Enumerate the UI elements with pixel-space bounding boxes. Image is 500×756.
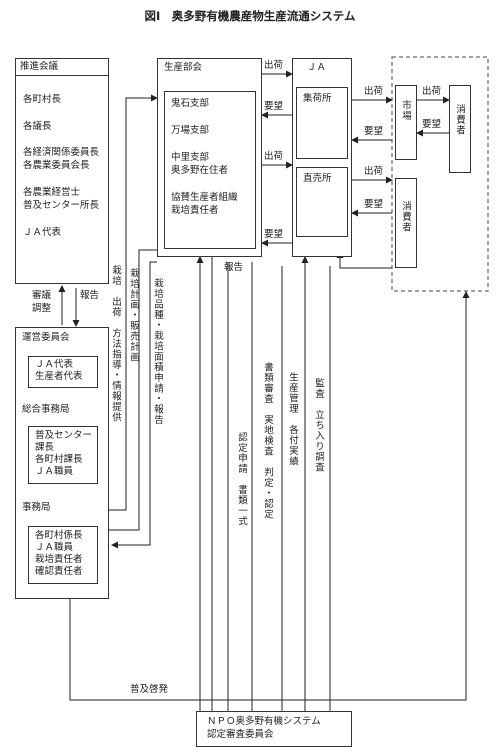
unei-box-3: 各町村係長 ＪＡ職員 栽培責任者 確認責任者 — [28, 526, 98, 584]
shukka-label: 出荷 — [422, 86, 442, 97]
seisan-header: 生産部会 — [164, 62, 203, 73]
seisan-member: 中里支部 — [171, 152, 210, 163]
market-area — [391, 56, 489, 292]
fukyu-label: 普及啓発 — [130, 684, 169, 695]
npo-line1: ＮＰＯ奥多野有機システム — [207, 716, 321, 727]
jimukyoku: 事務局 — [22, 502, 51, 513]
seisan-member: 協賛生産者組織 — [171, 192, 238, 203]
chosei-label: 調整 — [32, 303, 52, 314]
unei-box1-item: 生産者代表 — [35, 371, 83, 382]
suishin-member: 各町村長 — [23, 94, 62, 105]
unei-box-2: 普及センター 課長 各町村課長 ＪＡ職員 — [28, 426, 98, 484]
kansa-label: 監査 立ち入り調査 — [313, 378, 324, 473]
suishin-member: 普及センター所長 — [23, 200, 100, 211]
unei-box3-item: 栽培責任者 — [35, 554, 83, 565]
hokoku-label-left: 報告 — [80, 290, 100, 301]
chokubaisho-label: 直売所 — [303, 173, 332, 184]
unei-box2-item: 普及センター — [35, 430, 93, 441]
shukka-label: 出荷 — [364, 86, 384, 97]
shukasho-label: 集荷所 — [303, 93, 332, 104]
page-title: 図Ⅰ 奥多野有機農産物生産流通システム — [144, 9, 356, 23]
suishin-member: ＪＡ代表 — [23, 227, 62, 238]
unei-iinkai-box: 運営委員会 ＪＡ代表 生産者代表 総合事務局 普及センター 課長 各町村課長 Ｊ… — [15, 327, 109, 599]
arrow-shinsei — [111, 261, 157, 549]
shido-label: 栽培 出荷 方法指導・情報提供 — [110, 265, 121, 423]
unei-box3-item: ＪＡ職員 — [35, 542, 74, 553]
seisan-member: 万場支部 — [171, 125, 210, 136]
shijo-box: 市場 — [395, 85, 417, 160]
npo-box: ＮＰＯ奥多野有機システム 認定審査委員会 — [196, 711, 352, 747]
shohisha-box: 消費者 — [449, 85, 471, 173]
suishin-member: 各農業経営士 — [23, 187, 81, 198]
yobo-label: 要望 — [422, 119, 442, 130]
unei-box3-item: 各町村係長 — [35, 530, 83, 541]
keikaku-label: 栽培計画・販売計画 — [128, 268, 139, 363]
shohisha-label-2: 消費者 — [400, 201, 411, 233]
shinsei-label: 栽培品種・栽培面積申請・報告 — [152, 278, 163, 425]
shingi-label: 審議 — [32, 290, 52, 301]
suishin-header: 推進会議 — [16, 59, 108, 76]
unei-box1-item: ＪＡ代表 — [35, 359, 74, 370]
arrow-fukyu — [69, 291, 470, 701]
unei-box3-item: 確認責任者 — [35, 566, 83, 577]
chokubaisho-box: 直売所 — [296, 167, 348, 237]
unei-box2-item: 課長 — [35, 442, 55, 453]
npo-line2: 認定審査委員会 — [207, 729, 274, 740]
yobo-label: 要望 — [264, 101, 284, 112]
shukka-label: 出荷 — [364, 166, 384, 177]
shijo-label: 市場 — [400, 100, 411, 121]
nintei-label: 認定申請 書類一式 — [236, 432, 247, 527]
suishin-kaigi-box: 推進会議 各町村長 各議長 各経済関係委員長 各農業委員会長 各農業経営士 普及… — [15, 58, 109, 284]
unei-box2-item: 各町村課長 — [35, 454, 83, 465]
shorui-label: 書類審査 実地検査 判定・認定 — [262, 362, 273, 520]
seisankanri-label: 生産管理 各付実績 — [287, 372, 298, 467]
arrow-shido — [107, 94, 158, 511]
seisan-member: 奥多野在住者 — [171, 165, 229, 176]
shukasho-box: 集荷所 — [296, 87, 348, 159]
seisan-bukai-box: 生産部会 鬼石支部 万場支部 中里支部 奥多野在住者 協賛生産者組織 栽培責任者 — [157, 58, 262, 257]
shohisha-box-2: 消費者 — [395, 178, 417, 268]
yobo-label: 要望 — [364, 199, 384, 210]
suishin-member: 各議長 — [23, 121, 52, 132]
ja-box: ＪＡ 集荷所 直売所 — [292, 58, 352, 257]
ja-header: ＪＡ — [307, 62, 327, 73]
sogo-jimukyoku: 総合事務局 — [22, 404, 70, 415]
yobo-label: 要望 — [364, 126, 384, 137]
hokoku-label-center: 報告 — [224, 262, 244, 273]
seisan-member: 鬼石支部 — [171, 98, 210, 109]
seisan-member: 栽培責任者 — [171, 205, 219, 216]
suishin-member: 各農業委員会長 — [23, 160, 90, 171]
suishin-member: 各経済関係委員長 — [23, 147, 100, 158]
line-keikaku — [107, 249, 157, 531]
seisan-inner-box: 鬼石支部 万場支部 中里支部 奥多野在住者 協賛生産者組織 栽培責任者 — [164, 91, 256, 249]
yobo-label: 要望 — [264, 229, 284, 240]
shukka-label: 出荷 — [264, 60, 284, 71]
unei-box2-item: ＪＡ職員 — [35, 466, 74, 477]
unei-header: 運営委員会 — [22, 332, 70, 343]
unei-box-1: ＪＡ代表 生産者代表 — [28, 356, 98, 388]
shukka-label: 出荷 — [264, 151, 284, 162]
shohisha-label: 消費者 — [454, 104, 465, 136]
